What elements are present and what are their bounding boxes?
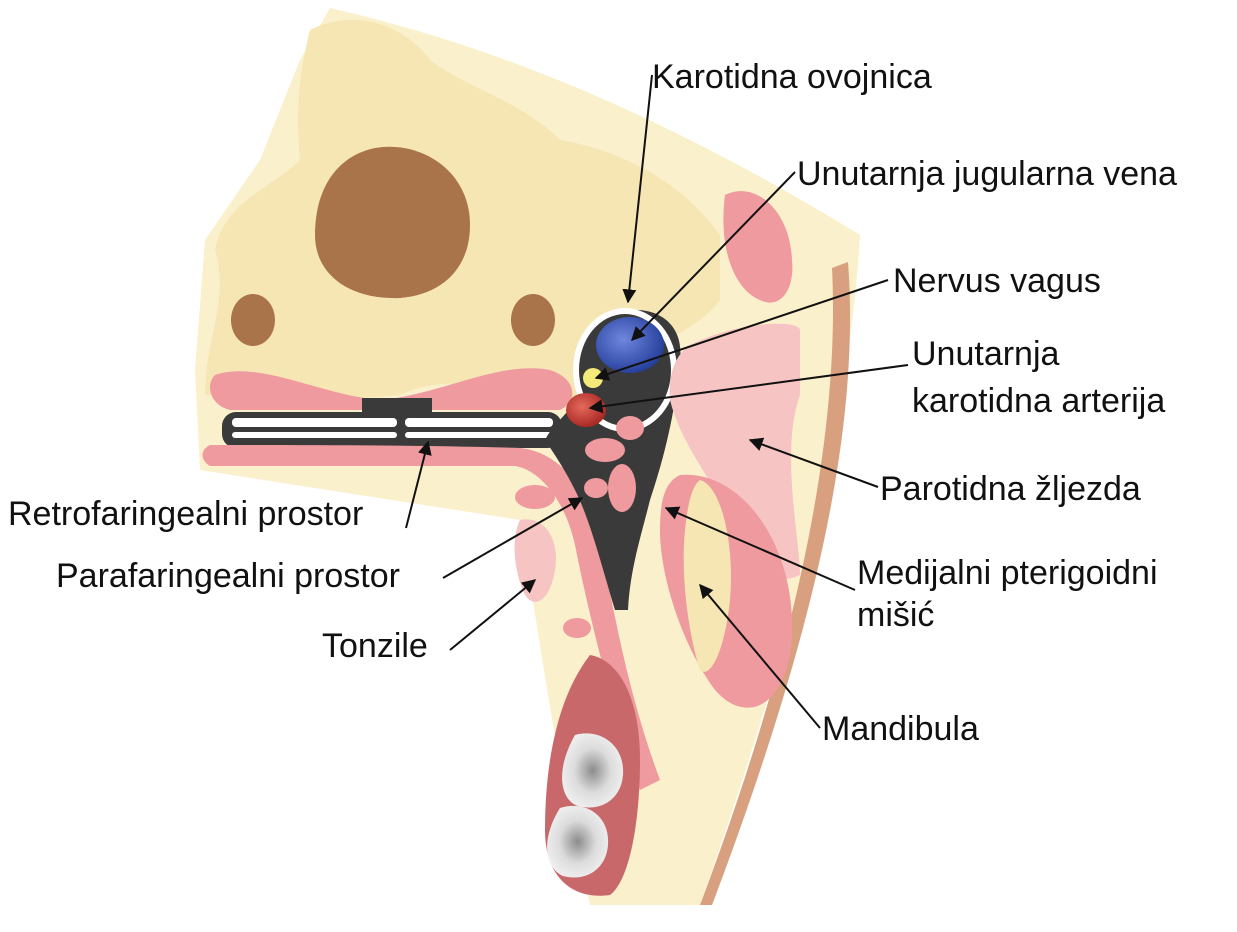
label-medijalni-pterigoidni-1: Medijalni pterigoidni [857,554,1158,592]
label-nervus-vagus: Nervus vagus [893,262,1101,300]
lymph-node-1 [616,416,644,440]
vagus-nerve [583,368,603,388]
label-unutarnja-karotidna-arterija-1: Unutarnja [912,335,1060,373]
label-medijalni-pterigoidni-2: mišić [857,596,934,634]
retropharyngeal-band [222,412,562,448]
label-retrofaringealni-prostor: Retrofaringealni prostor [8,495,363,533]
label-parotidna-zljezda: Parotidna žljezda [880,470,1141,508]
lymph-node-3 [608,464,636,512]
leader-tonzile [450,580,535,650]
internal-jugular-vein [596,317,664,373]
molar-2 [547,806,608,878]
lymph-node-4 [584,478,608,498]
label-mandibula: Mandibula [822,710,979,748]
label-karotidna-ovojnica: Karotidna ovojnica [652,58,932,96]
lymph-node-2 [585,438,625,462]
label-unutarnja-jugularna-vena: Unutarnja jugularna vena [797,155,1177,193]
foramen-magnum [315,147,470,298]
label-tonzile: Tonzile [322,627,428,665]
label-unutarnja-karotidna-arterija-2: karotidna arterija [912,382,1165,420]
internal-carotid-artery [566,393,606,427]
right-condyle-canal [511,294,555,346]
left-condyle-canal [231,294,275,346]
label-parafaringealni-prostor: Parafaringealni prostor [56,557,400,595]
